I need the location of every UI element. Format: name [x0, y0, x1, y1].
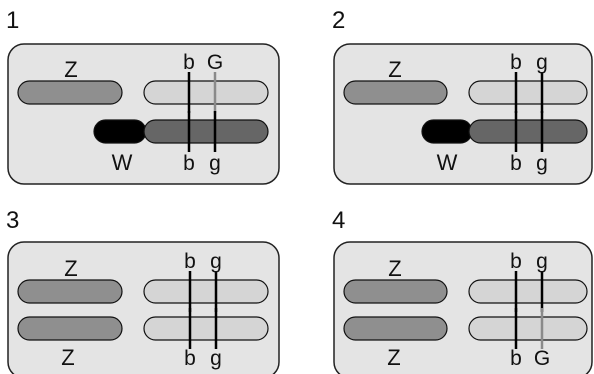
panel-background [333, 43, 593, 185]
bottom-left-label: Z [61, 345, 74, 370]
panel-background [333, 241, 593, 374]
locus-g-label: g [536, 152, 548, 175]
top-left-label: Z [388, 256, 401, 281]
panel-number: 3 [6, 207, 19, 234]
locus-b-label: b [184, 347, 196, 370]
right-top-chromosome [143, 80, 269, 105]
top-left-label: Z [64, 256, 77, 281]
panel-4: 4 Z b g Z b G [332, 207, 593, 374]
locus-g-label: g [536, 51, 548, 74]
panel-1: 1 Z b G W b g [6, 7, 280, 185]
right-bottom-chromosome [143, 316, 269, 341]
right-top-chromosome [468, 279, 588, 304]
locus-g-label: G [207, 51, 223, 74]
right-top-chromosome [468, 80, 588, 105]
panel-background [7, 241, 280, 374]
bottom-left-label: Z [387, 345, 400, 370]
locus-b-label: b [510, 152, 522, 175]
right-bottom-chromosome [468, 119, 588, 144]
locus-b-label: b [183, 152, 195, 175]
bottom-left-label: W [437, 150, 458, 175]
z-chromosome [17, 279, 123, 304]
panel-number: 4 [332, 207, 345, 234]
locus-g-label: g [210, 347, 222, 370]
right-bottom-chromosome [468, 316, 588, 341]
panel-3: 3 Z b g Z b g [6, 207, 280, 374]
locus-g-label: g [210, 250, 222, 273]
right-bottom-chromosome [143, 119, 269, 144]
w-chromosome [93, 119, 147, 144]
top-left-label: Z [64, 57, 77, 82]
z-chromosome [343, 316, 448, 341]
panel-number: 1 [6, 7, 19, 34]
locus-g-label: g [209, 152, 221, 175]
panel-number: 2 [332, 7, 345, 34]
locus-b-label: b [510, 347, 522, 370]
panel-2: 2 Z b g W b g [332, 7, 593, 185]
right-top-chromosome [143, 279, 269, 304]
locus-b-label: b [510, 51, 522, 74]
locus-g-label: G [534, 347, 550, 370]
z-chromosome [17, 80, 123, 105]
w-chromosome [421, 119, 473, 144]
top-left-label: Z [388, 57, 401, 82]
locus-b-label: b [510, 250, 522, 273]
bottom-left-label: W [112, 150, 133, 175]
z-chromosome [17, 316, 123, 341]
z-chromosome [343, 279, 448, 304]
z-chromosome [343, 80, 448, 105]
locus-b-label: b [183, 51, 195, 74]
locus-b-label: b [184, 250, 196, 273]
locus-g-label: g [536, 250, 548, 273]
panel-background [7, 43, 280, 185]
